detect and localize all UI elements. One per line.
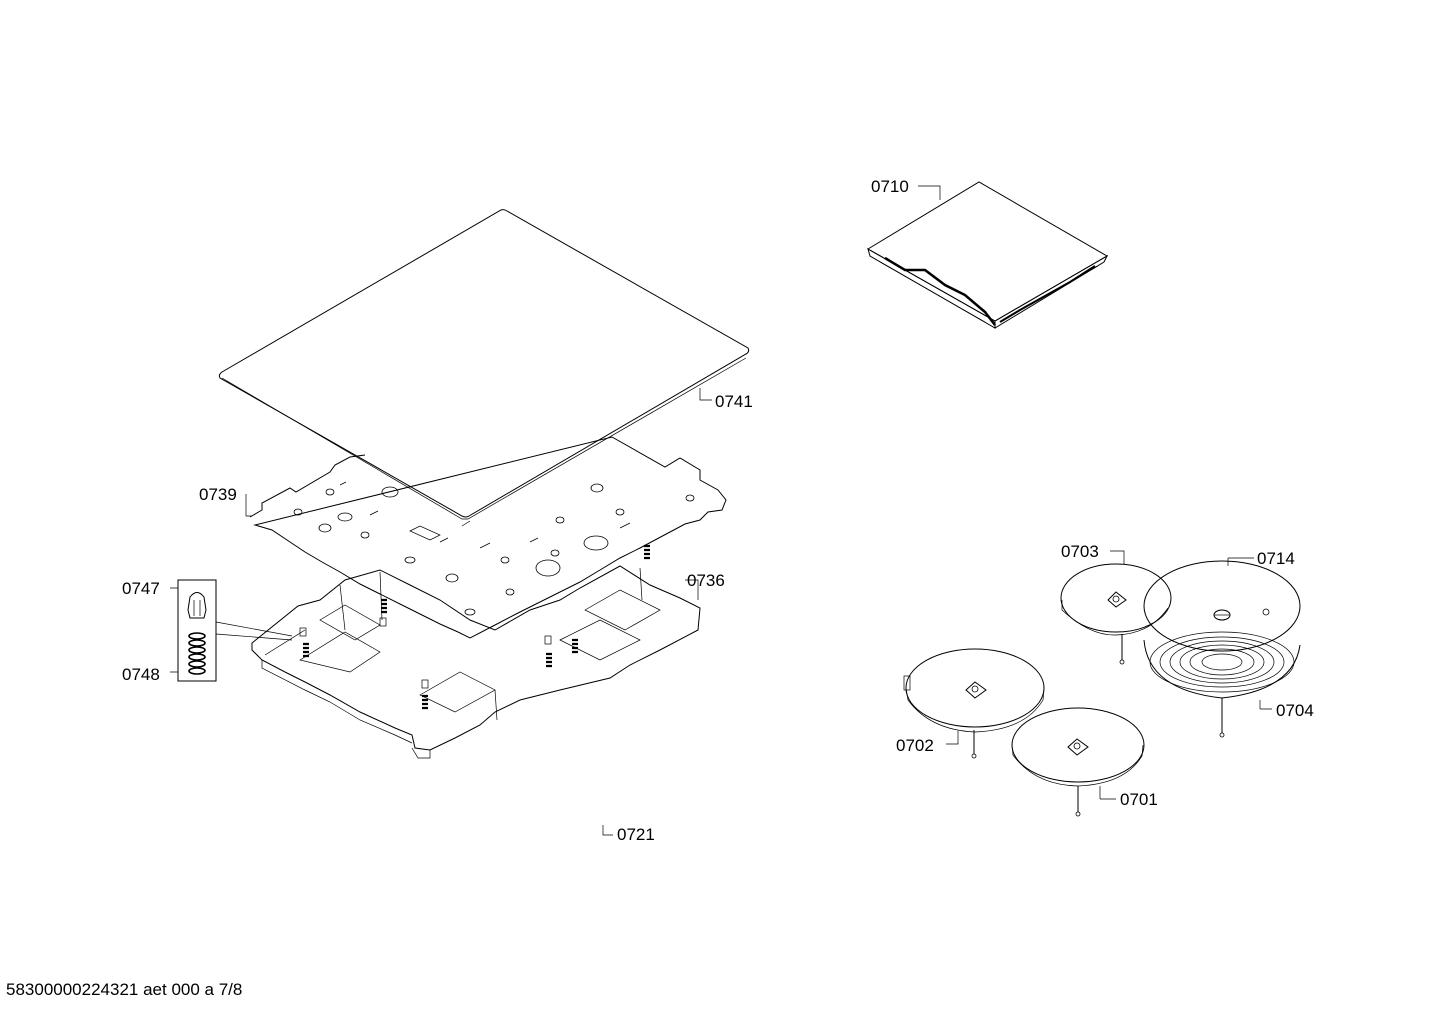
callout-0714: 0714 [1257,549,1295,568]
callout-0741: 0741 [715,392,753,411]
part-0702-heating-element [903,648,1045,759]
part-0736-base-housing [251,565,701,759]
callout-0710: 0710 [871,177,909,196]
callout-0701: 0701 [1120,790,1158,809]
part-0704-induction-coil [1143,631,1301,738]
detail-box-0747-0748 [177,579,293,682]
document-id: 58300000224321 aet 000 a 7/8 [6,980,243,999]
part-0703-heating-element [1060,563,1172,665]
part-0710-cooktop-assembled [867,181,1109,329]
callout-0721: 0721 [617,825,655,844]
callout-0748: 0748 [122,665,160,684]
spring-set [303,544,650,710]
callout-0747: 0747 [122,579,160,598]
callout-0739: 0739 [199,485,237,504]
callout-0703: 0703 [1061,542,1099,561]
callout-0704: 0704 [1276,701,1314,720]
part-0739-frame-plate [249,436,727,639]
callout-0702: 0702 [896,736,934,755]
callout-0736: 0736 [687,571,725,590]
part-0714-heating-element-cover [1143,560,1301,652]
part-0741-glass-plate [218,209,750,520]
part-0701-heating-element [1011,707,1145,817]
leader-lines [170,185,1272,836]
callout-labels: 0710 0741 0739 0736 0747 0748 0721 0703 … [122,177,1314,844]
